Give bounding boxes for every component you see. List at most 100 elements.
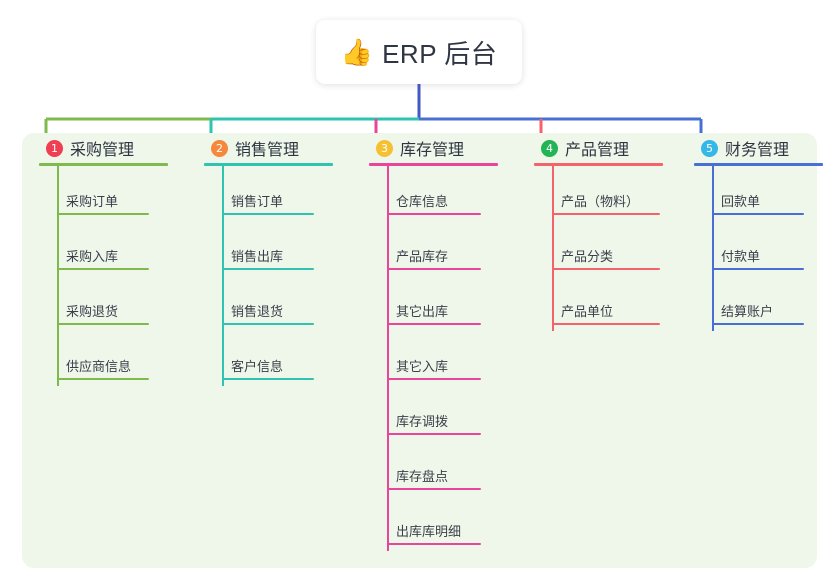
branch-item-label: 产品单位 <box>561 304 614 319</box>
branch-item[interactable]: 回款单 <box>689 166 839 221</box>
branch-item-label: 供应商信息 <box>66 359 132 374</box>
diagram-panel <box>22 133 817 568</box>
branch-item-label: 出库库明细 <box>396 524 462 539</box>
branch-number-badge: 4 <box>541 139 558 157</box>
branch-title: 销售管理 <box>235 142 300 159</box>
branch-item-underline <box>712 213 804 215</box>
branch-header-underline <box>534 163 663 166</box>
branch-item[interactable]: 结算账户 <box>689 276 839 331</box>
branch-item-label: 采购退货 <box>66 304 119 319</box>
branch-column-4: 4 产品管理产品（物料） 产品分类产品单位 <box>529 133 694 331</box>
branch-item[interactable]: 出库库明细 <box>364 496 529 551</box>
branch-item[interactable]: 销售退货 <box>199 276 364 331</box>
branch-spine <box>387 166 389 551</box>
branch-item-underline <box>57 378 149 380</box>
branch-item[interactable]: 库存调拨 <box>364 386 529 441</box>
branch-title: 采购管理 <box>70 142 135 159</box>
thumbs-up-icon: 👍 <box>340 37 374 67</box>
branch-items: 仓库信息产品库存其它出库其它入库库存调拨库存盘点出库库明细 <box>364 166 529 551</box>
branch-item-underline <box>552 213 660 215</box>
branch-item[interactable]: 仓库信息 <box>364 166 529 221</box>
branch-item-underline <box>222 323 314 325</box>
branch-item-underline <box>552 323 660 325</box>
branch-item-underline <box>552 268 660 270</box>
branch-item-label: 销售出库 <box>231 249 284 264</box>
branch-item[interactable]: 产品（物料） <box>529 166 694 221</box>
branch-item[interactable]: 客户信息 <box>199 331 364 386</box>
branch-item-underline <box>57 213 149 215</box>
branch-item-label: 结算账户 <box>721 304 774 319</box>
branch-column-2: 2 销售管理销售订单销售出库销售退货客户信息 <box>199 133 364 386</box>
branch-header-5[interactable]: 5 财务管理 <box>689 133 839 163</box>
branch-item-underline <box>712 268 804 270</box>
branch-item-label: 付款单 <box>721 249 761 264</box>
branch-items: 回款单付款单结算账户 <box>689 166 839 331</box>
branch-item[interactable]: 供应商信息 <box>34 331 199 386</box>
branch-header-3[interactable]: 3 库存管理 <box>364 133 529 163</box>
branch-item-label: 采购订单 <box>66 194 119 209</box>
branch-item-label: 回款单 <box>721 194 761 209</box>
branch-item[interactable]: 产品库存 <box>364 221 529 276</box>
branch-item-label: 销售订单 <box>231 194 284 209</box>
branch-item[interactable]: 采购入库 <box>34 221 199 276</box>
branch-item-label: 其它出库 <box>396 304 449 319</box>
branch-item-label: 库存盘点 <box>396 469 449 484</box>
branch-item-underline <box>57 268 149 270</box>
branch-item[interactable]: 销售出库 <box>199 221 364 276</box>
branch-items: 销售订单销售出库销售退货客户信息 <box>199 166 364 386</box>
branch-item-label: 销售退货 <box>231 304 284 319</box>
branch-item-underline <box>387 323 481 325</box>
branch-item[interactable]: 其它入库 <box>364 331 529 386</box>
branch-number-badge: 3 <box>376 139 393 157</box>
branch-title: 产品管理 <box>565 142 630 159</box>
branch-title: 财务管理 <box>725 142 790 159</box>
branch-header-underline <box>694 163 823 166</box>
branch-column-5: 5 财务管理回款单付款单结算账户 <box>689 133 839 331</box>
branch-number-badge: 5 <box>701 139 718 157</box>
branch-header-4[interactable]: 4 产品管理 <box>529 133 694 163</box>
branch-item[interactable]: 产品分类 <box>529 221 694 276</box>
branch-item-label: 产品分类 <box>561 249 614 264</box>
branch-item-label: 产品库存 <box>396 249 449 264</box>
branch-item[interactable]: 付款单 <box>689 221 839 276</box>
branch-item-underline <box>387 268 481 270</box>
branch-header-2[interactable]: 2 销售管理 <box>199 133 364 163</box>
branch-item-underline <box>222 213 314 215</box>
branch-item[interactable]: 销售订单 <box>199 166 364 221</box>
branch-item-underline <box>387 488 481 490</box>
branch-item-label: 其它入库 <box>396 359 449 374</box>
branch-item[interactable]: 其它出库 <box>364 276 529 331</box>
branch-item[interactable]: 库存盘点 <box>364 441 529 496</box>
branch-title: 库存管理 <box>400 142 465 159</box>
branch-item[interactable]: 采购退货 <box>34 276 199 331</box>
branch-spine <box>712 166 714 331</box>
branch-item-label: 采购入库 <box>66 249 119 264</box>
branch-spine <box>552 166 554 331</box>
root-node-erp-backend[interactable]: 👍 ERP 后台 <box>316 20 522 84</box>
branch-items: 采购订单采购入库采购退货供应商信息 <box>34 166 199 386</box>
branch-header-underline <box>39 163 168 166</box>
branch-item-underline <box>222 268 314 270</box>
root-node-title: ERP 后台 <box>382 38 498 69</box>
branch-item-underline <box>57 323 149 325</box>
branch-item-label: 客户信息 <box>231 359 284 374</box>
branch-item-underline <box>387 543 481 545</box>
branch-items: 产品（物料） 产品分类产品单位 <box>529 166 694 331</box>
branch-spine <box>57 166 59 386</box>
branch-number-badge: 2 <box>211 139 228 157</box>
branch-column-3: 3 库存管理仓库信息产品库存其它出库其它入库库存调拨库存盘点出库库明细 <box>364 133 529 551</box>
branch-item-underline <box>222 378 314 380</box>
branch-item-underline <box>387 213 481 215</box>
branch-header-underline <box>369 163 498 166</box>
branch-header-underline <box>204 163 333 166</box>
branch-item-label: 仓库信息 <box>396 194 449 209</box>
branch-item[interactable]: 产品单位 <box>529 276 694 331</box>
branch-spine <box>222 166 224 386</box>
branch-item[interactable]: 采购订单 <box>34 166 199 221</box>
branch-item-underline <box>387 433 481 435</box>
branch-item-label: 库存调拨 <box>396 414 449 429</box>
branch-item-underline <box>387 378 481 380</box>
